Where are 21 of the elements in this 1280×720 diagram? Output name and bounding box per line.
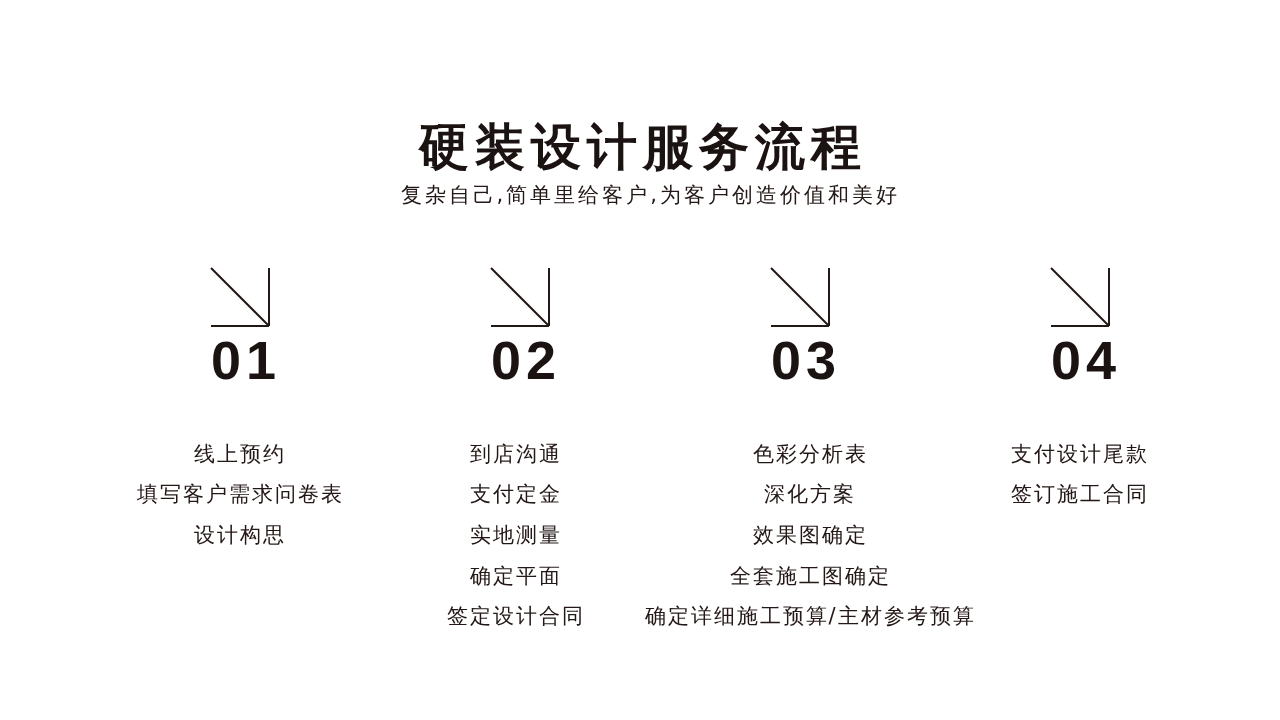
step-item: 全套施工图确定 [729, 564, 891, 589]
step-item: 深化方案 [764, 482, 856, 507]
step-item: 支付定金 [470, 482, 562, 507]
step-item: 线上预约 [194, 442, 286, 467]
step-item: 到店沟通 [470, 442, 562, 467]
step-item: 填写客户需求问卷表 [136, 482, 344, 507]
step-item: 色彩分析表 [752, 442, 868, 467]
step-item: 效果图确定 [752, 523, 868, 548]
step-item: 支付设计尾款 [1011, 442, 1149, 467]
step-item: 实地测量 [470, 523, 562, 548]
step-item: 确定平面 [470, 564, 562, 589]
title: 硬装设计服务流程 [419, 119, 867, 177]
step-item: 设计构思 [194, 523, 286, 548]
step-item: 签定设计合同 [447, 604, 585, 629]
step-item: 确定详细施工预算/主材参考预算 [644, 604, 976, 629]
subtitle: 复杂自己,简单里给客户,为客户创造价值和美好 [400, 183, 900, 208]
step-number: 03 [771, 329, 842, 392]
step-number: 04 [1051, 329, 1122, 392]
step-number: 01 [211, 329, 282, 392]
step-item: 签订施工合同 [1011, 482, 1149, 507]
step-number: 02 [491, 329, 562, 392]
